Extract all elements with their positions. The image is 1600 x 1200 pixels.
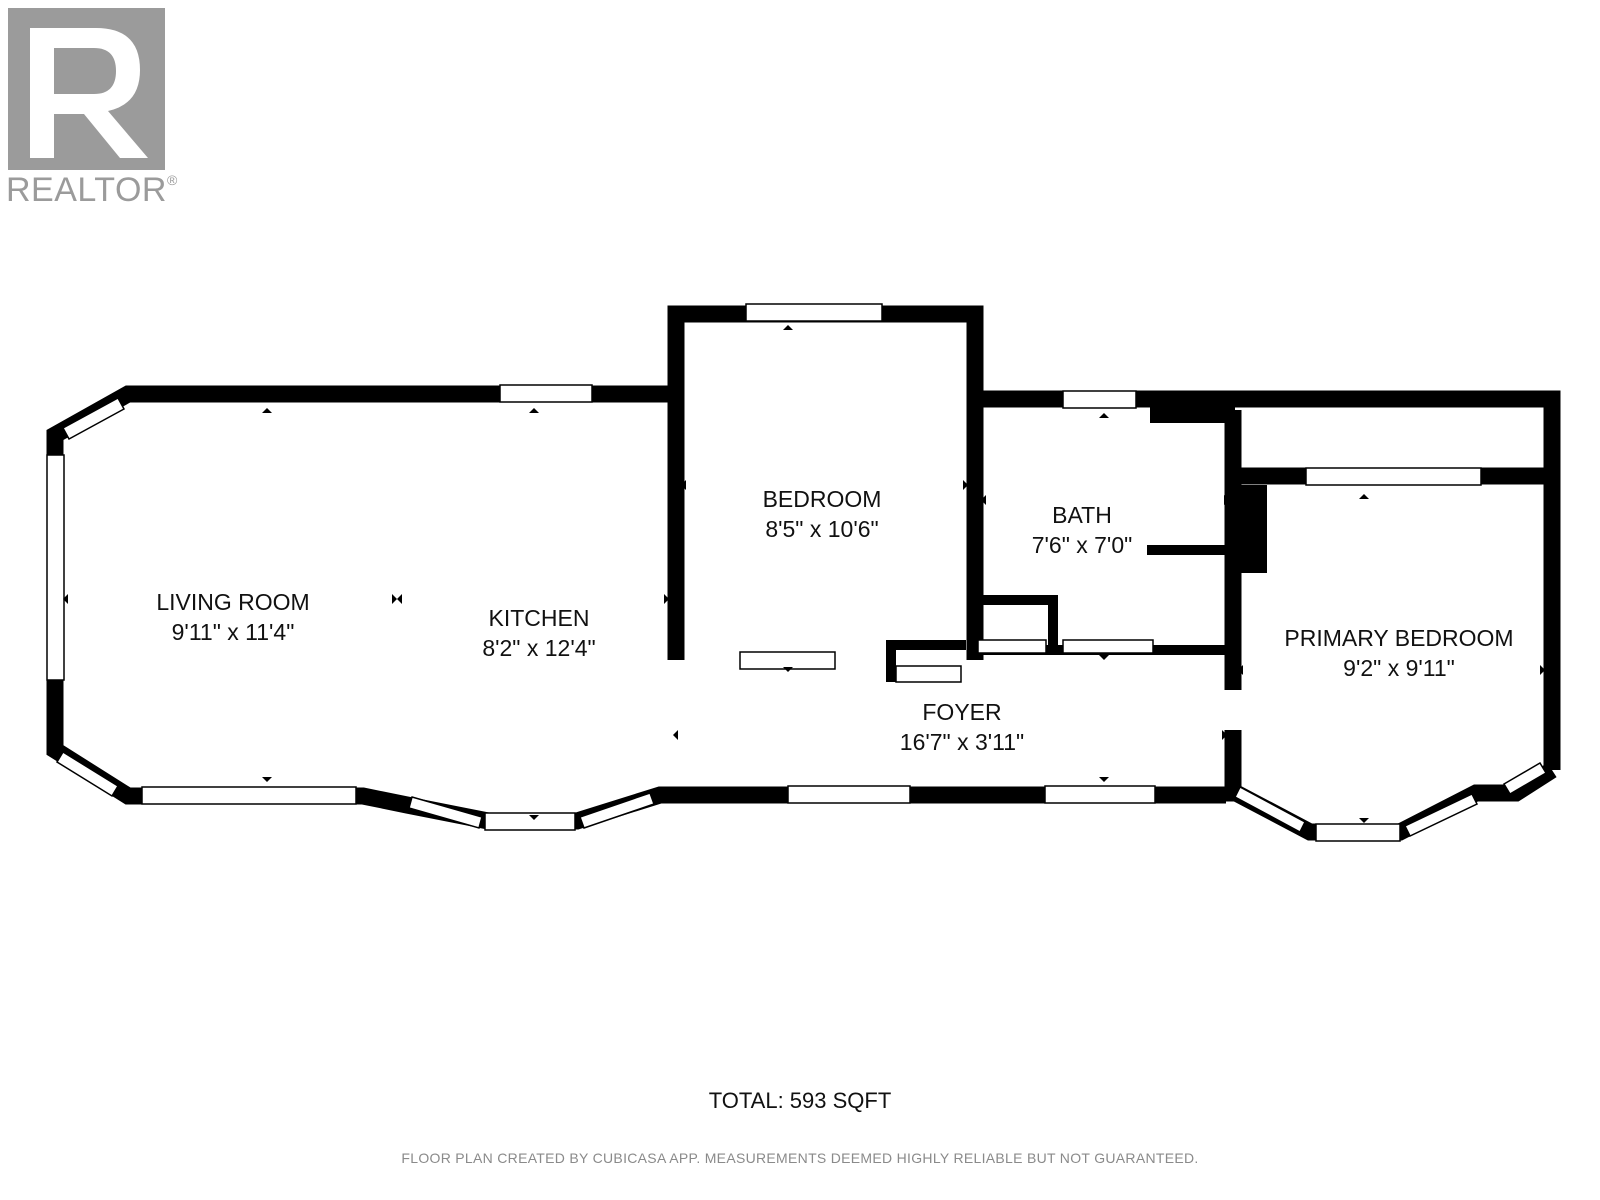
window	[46, 454, 65, 681]
marker	[1359, 494, 1369, 499]
room-name: LIVING ROOM	[156, 589, 310, 615]
marker	[1099, 777, 1109, 782]
door-opening	[977, 639, 1047, 654]
hall-closet-side	[1048, 595, 1058, 653]
window	[55, 750, 120, 798]
marker	[1359, 818, 1369, 823]
marker	[63, 594, 68, 604]
window	[1502, 761, 1548, 796]
window	[61, 396, 126, 441]
marker	[1238, 665, 1243, 675]
east-top-wall	[975, 390, 1561, 770]
hall-closet-top	[975, 595, 1055, 605]
marker	[262, 408, 272, 413]
marker	[397, 594, 402, 604]
room-dimensions: 16'7" x 3'11"	[899, 729, 1025, 755]
windows	[46, 303, 1482, 842]
room-dimensions: 7'6" x 7'0"	[1031, 532, 1133, 558]
disclaimer: FLOOR PLAN CREATED BY CUBICASA APP. MEAS…	[401, 1150, 1199, 1166]
room-name: FOYER	[922, 699, 1002, 725]
bath-column	[1235, 485, 1267, 573]
room-label-bath: BATH 7'6" x 7'0"	[1032, 500, 1133, 560]
room-label-kitchen: KITCHEN 8'2" x 12'4"	[482, 603, 595, 663]
room-name: PRIMARY BEDROOM	[1284, 625, 1514, 651]
window	[1044, 785, 1156, 804]
marker	[262, 777, 272, 782]
room-dimensions: 8'5" x 10'6"	[765, 516, 879, 542]
marker	[681, 480, 686, 490]
marker	[981, 495, 986, 505]
marker	[1540, 665, 1545, 675]
window	[141, 786, 357, 805]
primary-bay-wall	[1226, 762, 1557, 841]
door-opening	[895, 665, 962, 683]
marker	[673, 730, 678, 740]
window	[787, 785, 911, 804]
window	[1234, 785, 1306, 834]
marker	[1222, 730, 1227, 740]
bath-counter	[1147, 545, 1235, 555]
realtor-wordmark: REALTOR®	[6, 171, 178, 209]
room-label-primary-bedroom: PRIMARY BEDROOM 9'2" x 9'11"	[1284, 623, 1513, 683]
room-label-living-room: LIVING ROOM 9'11" x 11'4"	[156, 587, 309, 647]
window	[408, 796, 483, 829]
window	[1315, 823, 1401, 842]
dimension-markers	[63, 325, 1545, 823]
window	[1403, 793, 1479, 837]
window	[579, 792, 655, 829]
bedroom-door-jamb	[886, 640, 966, 650]
angled-windows	[55, 396, 1548, 837]
marker	[963, 480, 968, 490]
marker	[392, 594, 397, 604]
marker	[783, 325, 793, 330]
marker	[529, 408, 539, 413]
room-name: KITCHEN	[488, 605, 590, 631]
marker	[1099, 413, 1109, 418]
window	[499, 384, 593, 403]
window	[745, 303, 883, 322]
room-dimensions: 8'2" x 12'4"	[482, 635, 596, 661]
room-name: BEDROOM	[762, 486, 882, 512]
window	[1305, 467, 1482, 486]
total-area: TOTAL: 593 SQFT	[708, 1088, 892, 1113]
door-opening	[1062, 639, 1154, 654]
marker	[783, 667, 793, 672]
window	[1062, 390, 1137, 409]
bath-wall-block	[1150, 399, 1235, 423]
marker	[1099, 655, 1109, 660]
walls	[46, 305, 1561, 841]
room-dimensions: 9'2" x 9'11"	[1343, 655, 1455, 681]
realtor-logo	[8, 8, 165, 170]
door-opening	[739, 651, 836, 670]
room-label-foyer: FOYER 16'7" x 3'11"	[900, 697, 1024, 757]
marker	[1224, 495, 1229, 505]
bedroom-door-jamb-2	[886, 640, 896, 682]
room-label-bedroom: BEDROOM 8'5" x 10'6"	[763, 484, 882, 544]
marker	[529, 815, 539, 820]
window	[484, 812, 576, 831]
room-name: BATH	[1052, 502, 1112, 528]
room-dimensions: 9'11" x 11'4"	[171, 619, 295, 645]
marker	[664, 594, 669, 604]
